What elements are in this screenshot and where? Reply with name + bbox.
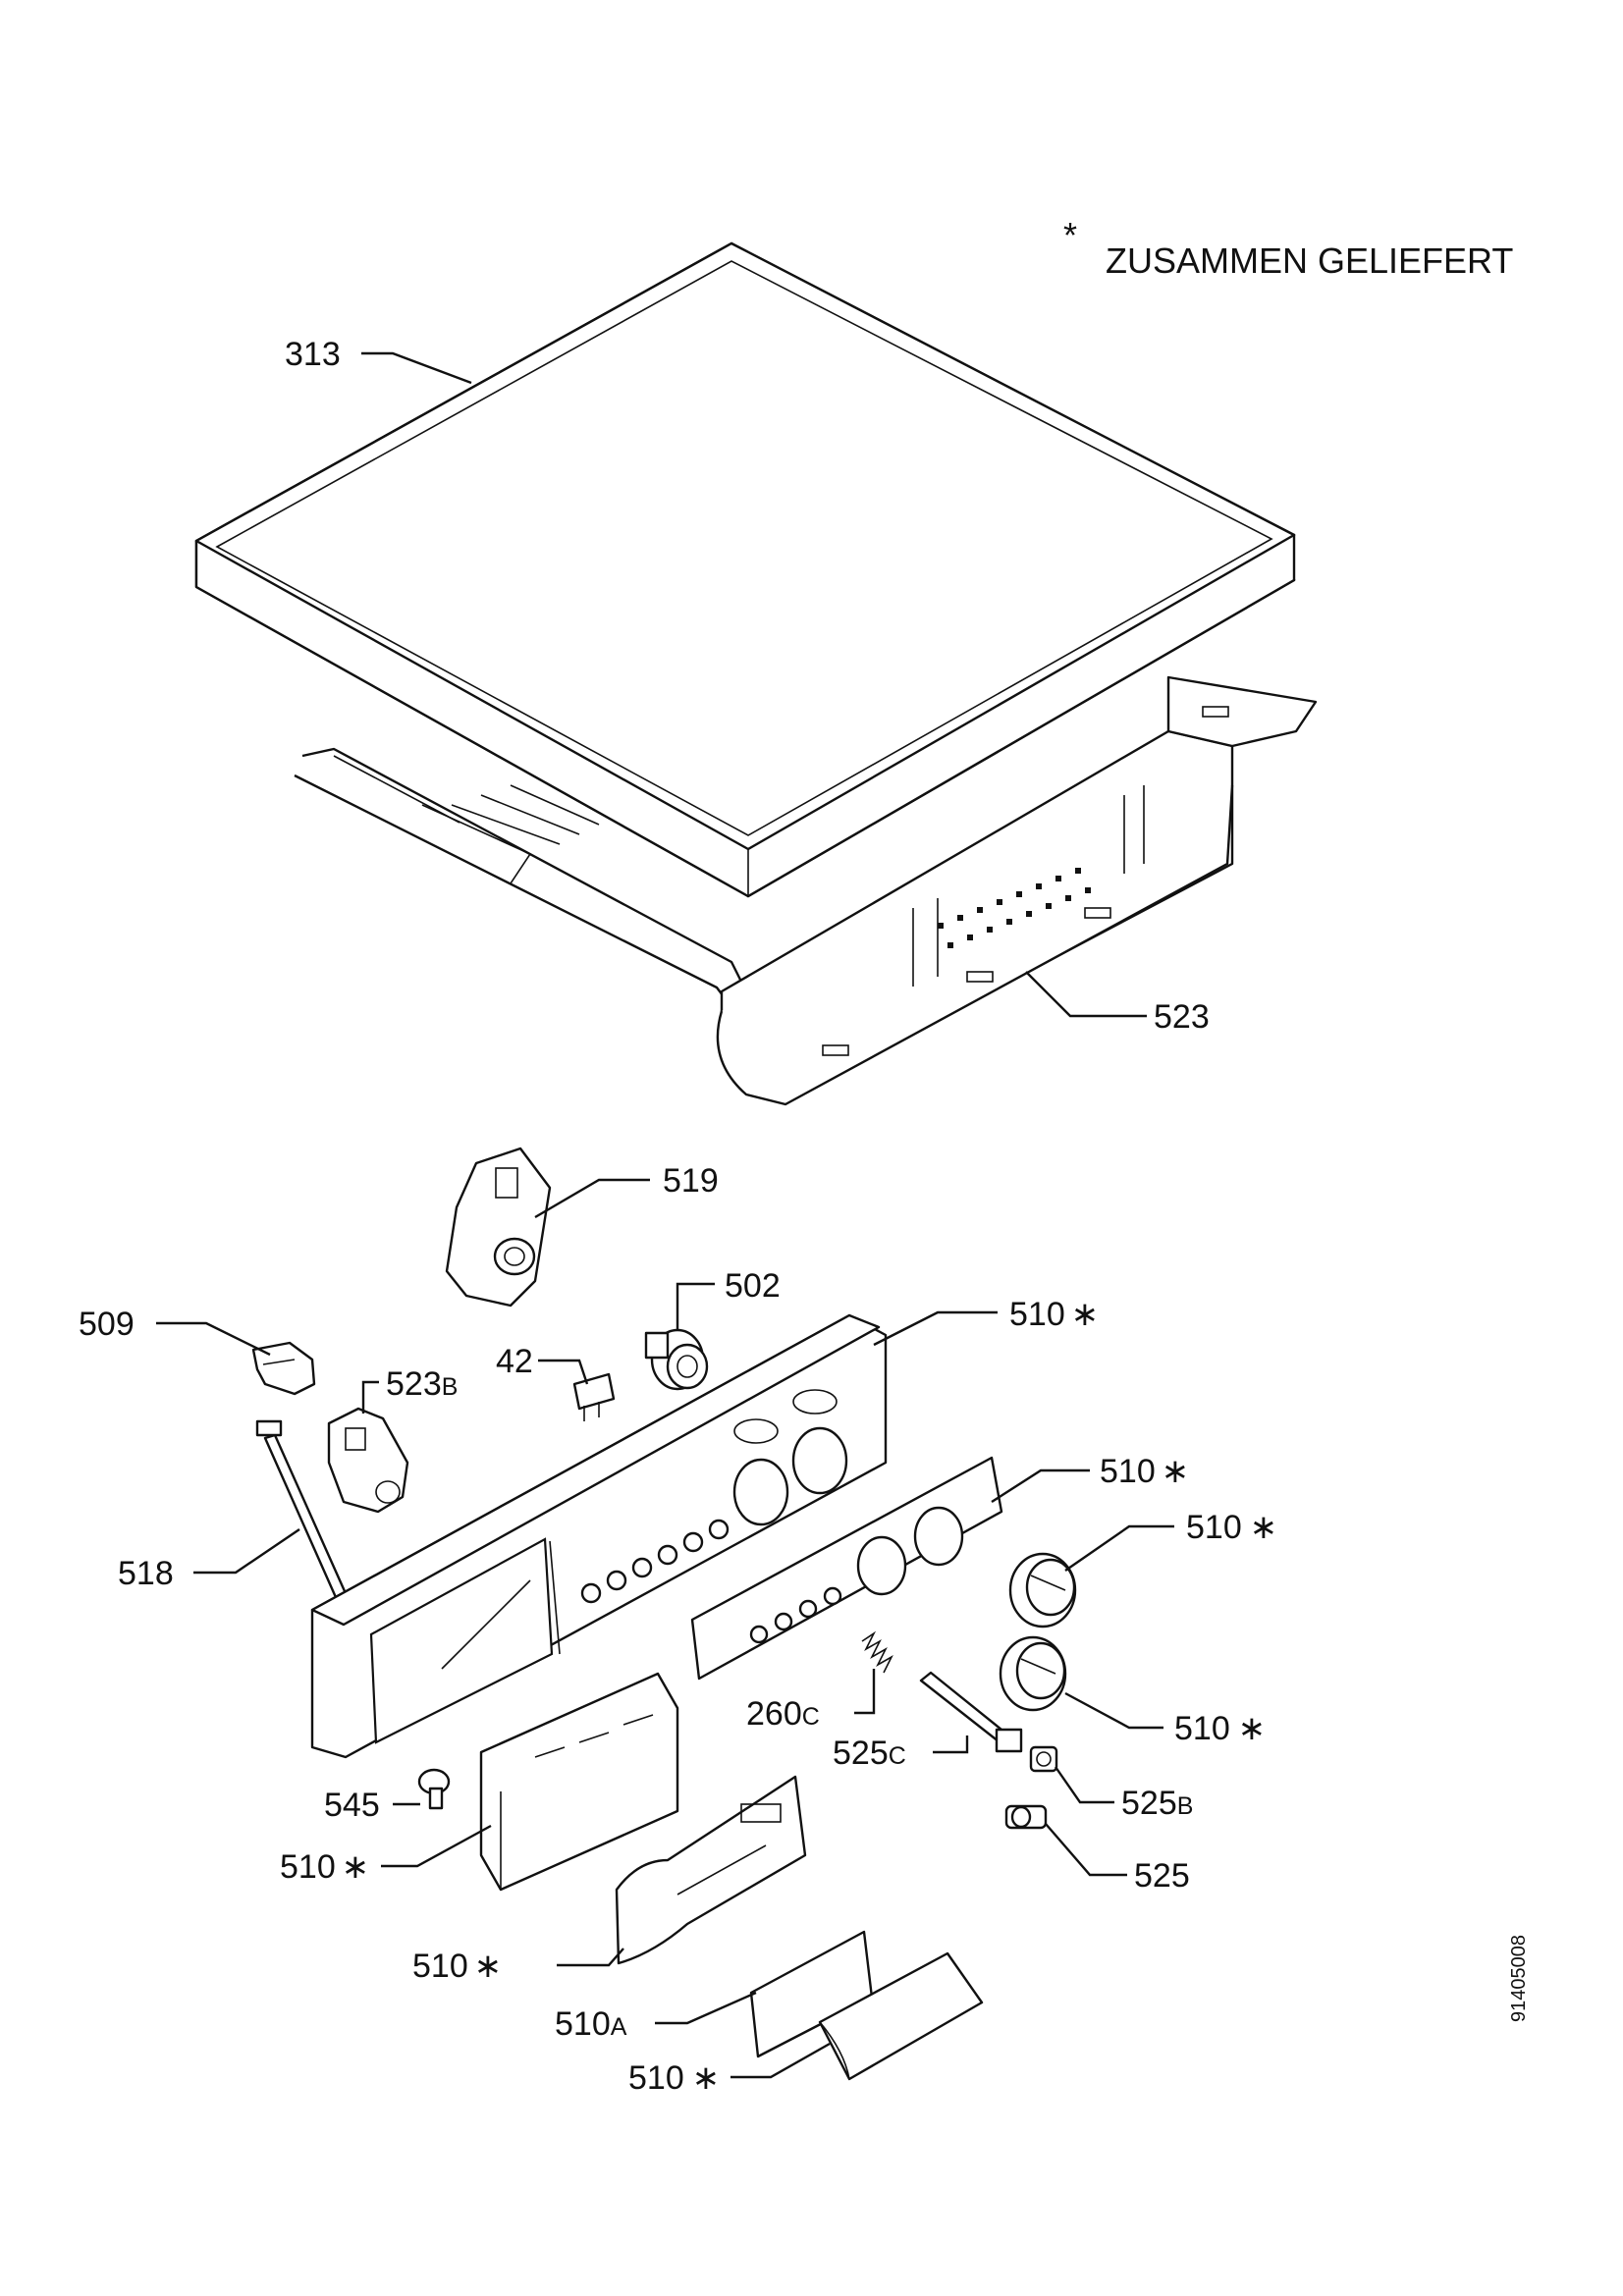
label-313: 313	[285, 336, 341, 373]
label-510-knob-upper: 510∗	[1186, 1508, 1277, 1547]
part-525c-shaft	[919, 1671, 1023, 1753]
part-510-knob-upper	[1008, 1552, 1077, 1629]
label-510-panel: 510∗	[1009, 1295, 1099, 1334]
part-525b	[1029, 1745, 1058, 1773]
label-509: 509	[79, 1306, 135, 1343]
part-510-cover	[818, 1951, 984, 2081]
label-545: 545	[324, 1787, 380, 1824]
part-510-knob-lower	[999, 1635, 1067, 1712]
part-313-lid	[194, 241, 1296, 898]
label-502: 502	[725, 1267, 781, 1305]
label-260c: 260C	[746, 1695, 820, 1733]
label-523b: 523B	[386, 1365, 458, 1403]
part-42	[572, 1372, 616, 1421]
part-510-fascia	[690, 1456, 1003, 1681]
label-510-fascia: 510∗	[1100, 1452, 1189, 1491]
leader-lines	[156, 351, 1174, 2079]
label-510-cover: 510∗	[628, 2058, 720, 2098]
label-518: 518	[118, 1555, 174, 1592]
part-523-frame	[294, 675, 1318, 1106]
legend-star: *	[1063, 215, 1077, 255]
label-510-knob-lower: 510∗	[1174, 1709, 1266, 1748]
part-260c-spring	[861, 1630, 893, 1674]
label-519: 519	[663, 1162, 719, 1200]
label-525b: 525B	[1121, 1785, 1193, 1822]
label-523: 523	[1154, 998, 1210, 1036]
part-502	[644, 1328, 709, 1391]
document-number: 91405008	[1508, 1935, 1530, 2022]
label-42: 42	[496, 1343, 533, 1380]
label-510-handle: 510∗	[412, 1947, 502, 1986]
label-510a: 510A	[555, 2005, 627, 2043]
part-519	[445, 1147, 552, 1308]
part-545-screw	[417, 1768, 451, 1810]
part-510-control-panel	[310, 1313, 888, 1759]
part-510-handle	[615, 1775, 807, 1965]
callout-labels: 313 523 519 502 509 523B 42 510∗ 518 510…	[79, 336, 1277, 2098]
legend-text: ZUSAMMEN GELIEFERT	[1106, 240, 1513, 281]
label-525c: 525C	[833, 1735, 906, 1772]
label-510-drawer-front: 510∗	[280, 1847, 369, 1887]
part-525	[1004, 1804, 1048, 1830]
part-510-drawer-front	[479, 1672, 679, 1892]
legend: * ZUSAMMEN GELIEFERT	[1063, 215, 1513, 281]
label-525: 525	[1134, 1857, 1190, 1895]
part-523b	[327, 1407, 409, 1514]
part-509	[251, 1341, 316, 1396]
